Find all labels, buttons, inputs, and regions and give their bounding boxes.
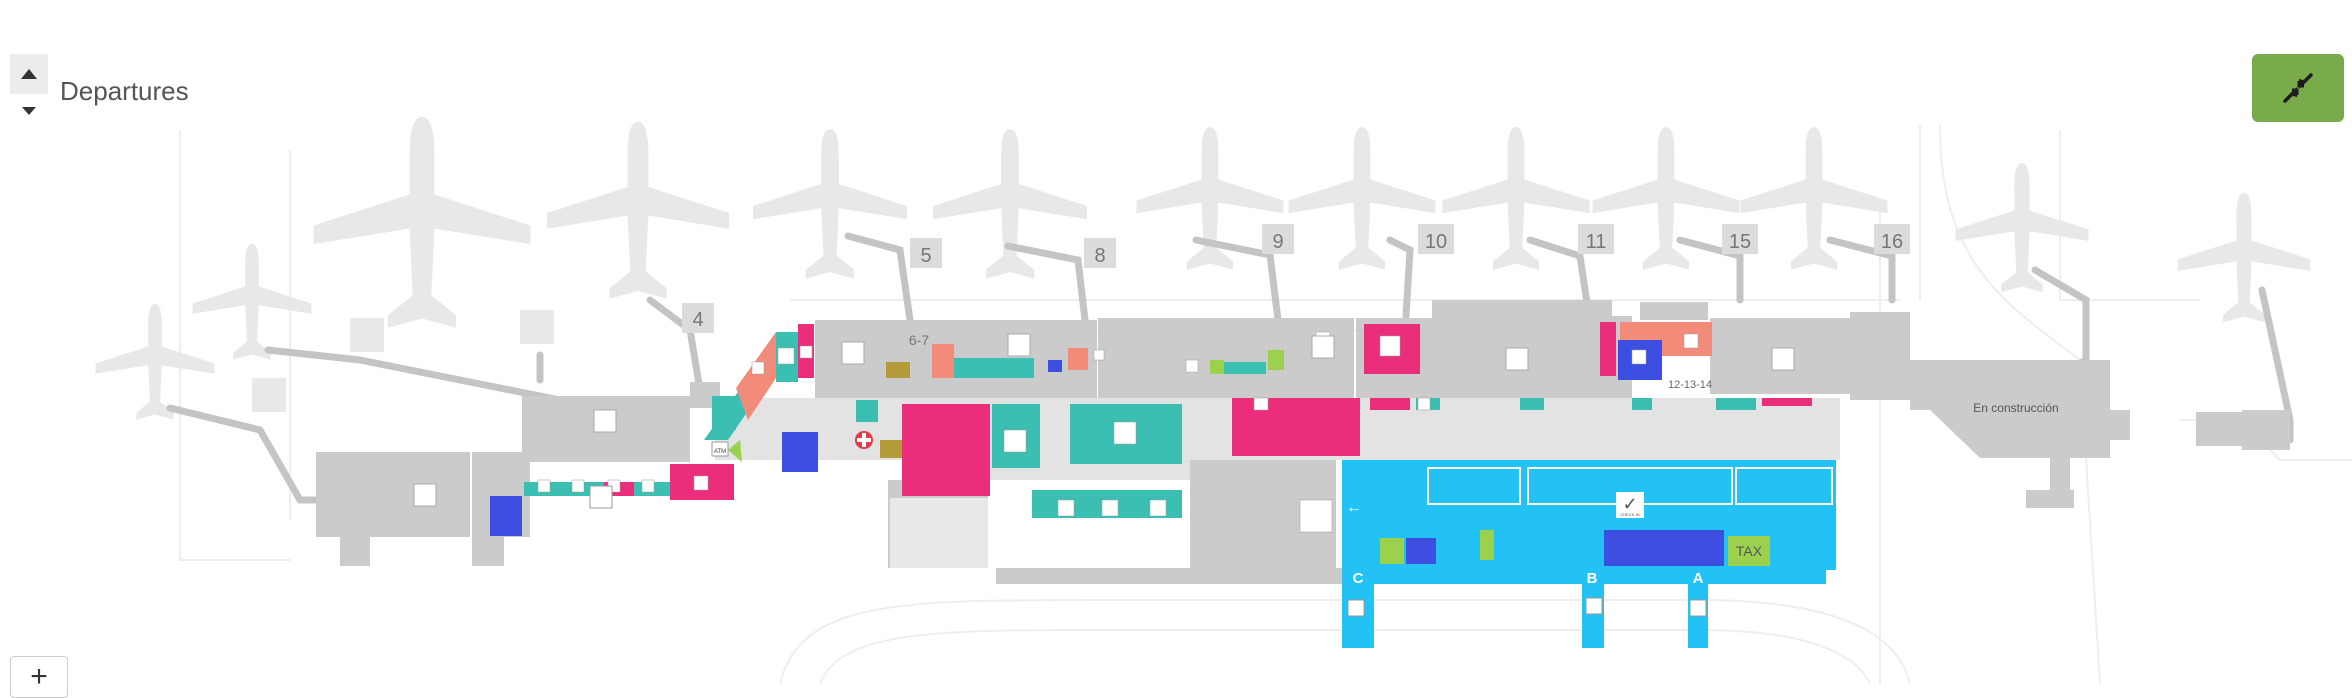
gate-4: 4 xyxy=(692,309,703,331)
collapse-button[interactable] xyxy=(2252,54,2344,122)
zone-b: B xyxy=(1587,570,1598,587)
escalator-icons xyxy=(589,485,1707,617)
triangle-down-icon xyxy=(22,107,36,115)
gate-5: 5 xyxy=(920,245,931,267)
zoom-in-button[interactable]: + xyxy=(10,656,68,698)
construction-label: En construcción xyxy=(1973,401,2058,415)
checkin-icon: ✓ xyxy=(1622,494,1637,514)
gate-8: 8 xyxy=(1094,245,1105,267)
checkin-label: CHECK-IN xyxy=(1620,512,1639,517)
gate-12-13-14: 12-13-14 xyxy=(1668,379,1712,391)
gate-11: 11 xyxy=(1586,231,1607,253)
terminal-map[interactable]: 4 5 6-7 8 9 10 11 15 16 12-13-14 En cons… xyxy=(0,0,2352,684)
walkway-icons xyxy=(413,333,1795,507)
gate-labels: 4 5 6-7 8 9 10 11 15 16 12-13-14 En cons… xyxy=(682,224,2059,415)
airplanes xyxy=(95,117,2311,420)
triangle-up-icon xyxy=(21,69,37,79)
floor-down-button[interactable] xyxy=(10,96,48,126)
taxi-label: TAX xyxy=(1736,543,1763,559)
restroom-areas xyxy=(490,340,1662,536)
zone-a: A xyxy=(1693,570,1704,587)
floor-up-button[interactable] xyxy=(10,54,48,94)
atm-label: ATM xyxy=(714,449,726,455)
magenta-areas xyxy=(604,322,1812,500)
gate-10: 10 xyxy=(1425,231,1447,253)
compress-arrows-icon xyxy=(2283,73,2313,103)
teal-areas xyxy=(524,332,1756,518)
checkin-area: ✓ CHECK-IN TAX C B A ← xyxy=(1342,460,1836,648)
left-arrow-icon: ← xyxy=(1346,499,1362,516)
accent-areas: ATM xyxy=(711,350,1284,462)
first-aid-icon xyxy=(855,431,873,449)
gate-6-7: 6-7 xyxy=(909,332,929,348)
gate-15: 15 xyxy=(1729,231,1751,253)
floor-label: Departures xyxy=(60,76,189,106)
gate-9: 9 xyxy=(1272,231,1283,253)
gate-16: 16 xyxy=(1881,231,1903,253)
zone-c: C xyxy=(1353,570,1364,587)
